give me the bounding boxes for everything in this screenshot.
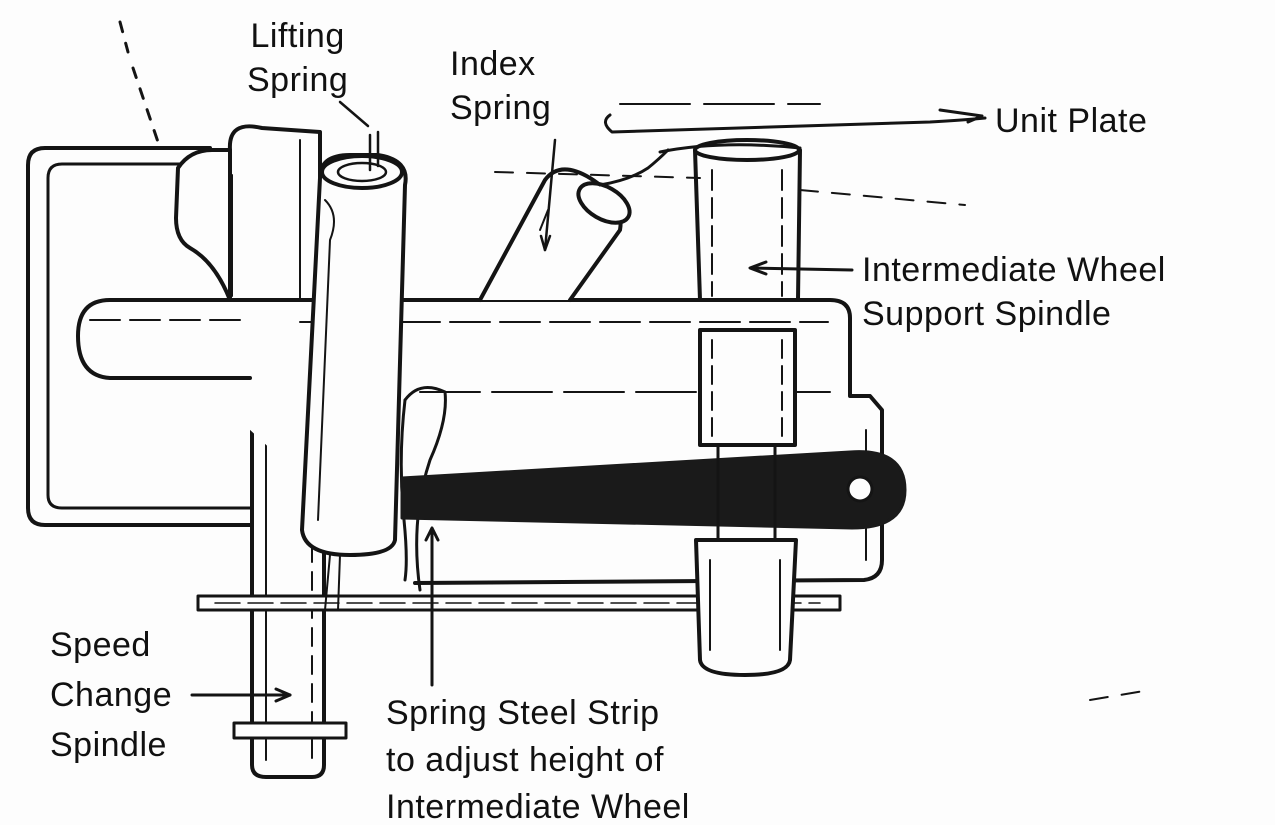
strip-pivot <box>846 475 874 503</box>
spring-steel-strip-label: Spring Steel Strip to adjust height of I… <box>386 690 690 825</box>
lifting-spring-label-line-1: Lifting <box>250 17 345 55</box>
speed-change-spindle-label-line-2: Change <box>50 676 173 714</box>
outer-frame <box>26 146 302 527</box>
lifting-spring-label-line-2: Spring <box>247 61 349 99</box>
index-spring-tube <box>478 148 670 302</box>
index-spring-leader <box>543 138 557 252</box>
lifting-spring-coil <box>300 130 408 611</box>
intermediate-wheel-spindle <box>693 138 802 677</box>
unit-plate <box>604 103 987 154</box>
top-left-leader <box>118 20 160 144</box>
speed-change-spindle-label: Speed Change Spindle <box>50 620 172 770</box>
intermediate-spindle-arrow <box>750 266 854 272</box>
index-spring-label-line-1: Index <box>450 45 536 83</box>
left-bracket <box>174 124 322 302</box>
unit-plate-label: Unit Plate <box>995 99 1147 143</box>
lifting-spring-leader <box>338 100 370 128</box>
reference-lines <box>494 171 1151 701</box>
intermediate-wheel-spindle-label-line-1: Intermediate Wheel <box>862 251 1166 289</box>
spring-steel-strip-label-line-3: Intermediate Wheel <box>386 788 690 825</box>
speed-change-spindle-label-line-3: Spindle <box>50 726 167 764</box>
index-spring-label-line-2: Spring <box>450 89 552 127</box>
lifting-spring-label: Lifting Spring <box>247 14 348 102</box>
intermediate-wheel-spindle-label: Intermediate Wheel Support Spindle <box>862 248 1166 336</box>
intermediate-wheel-spindle-label-line-2: Support Spindle <box>862 295 1112 333</box>
spring-steel-strip-label-line-1: Spring Steel Strip <box>386 694 660 732</box>
unit-plate-label-line-1: Unit Plate <box>995 102 1148 140</box>
speed-change-spindle-label-line-1: Speed <box>50 626 151 664</box>
spring-steel-strip <box>400 450 907 530</box>
index-spring-label: Index Spring <box>450 42 551 130</box>
spring-steel-strip-label-line-2: to adjust height of <box>386 741 664 779</box>
